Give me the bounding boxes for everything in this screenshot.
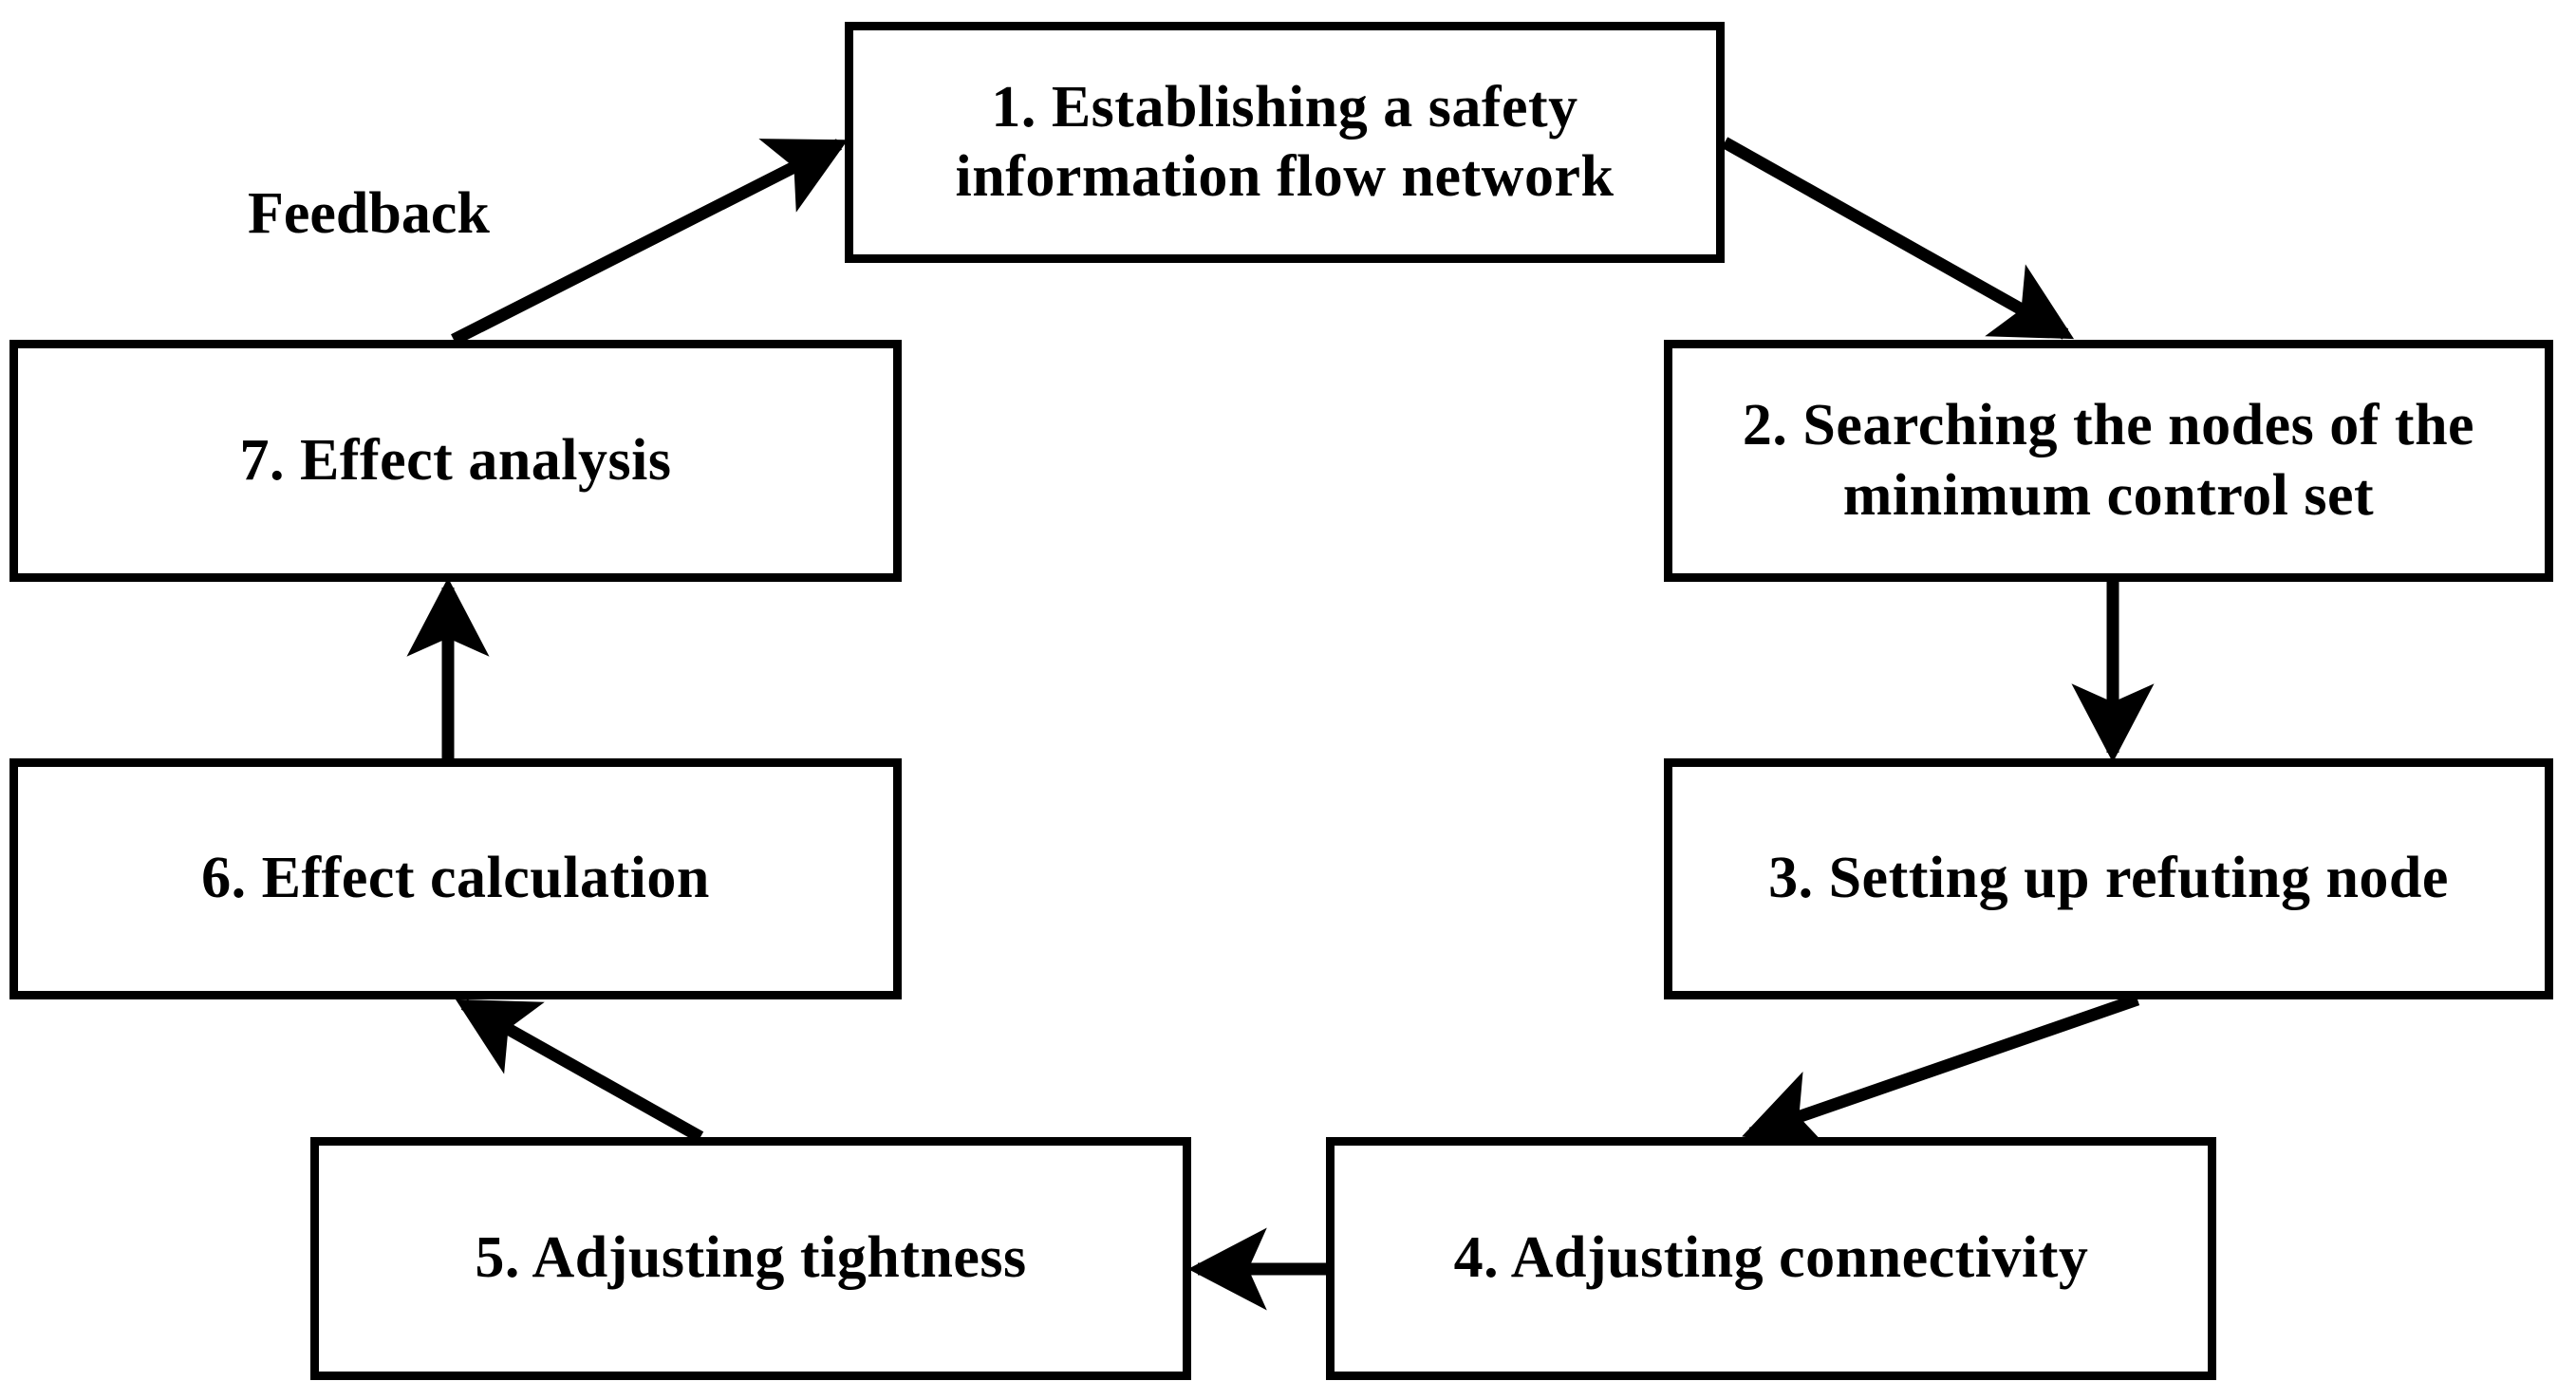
- node-step7-label: 7. Effect analysis: [239, 427, 672, 493]
- node-step4[interactable]: 4. Adjusting connectivity: [1326, 1137, 2216, 1380]
- arrow-step1-to-step2: [1721, 137, 2075, 340]
- arrow-step7-to-step1-feedback: [451, 139, 849, 345]
- node-step3[interactable]: 3. Setting up refuting node: [1664, 758, 2553, 999]
- node-step1-label: 1. Establishing a safety information flo…: [955, 74, 1615, 209]
- node-step2-label: 2. Searching the nodes of the minimum co…: [1742, 393, 2475, 528]
- node-step7[interactable]: 7. Effect analysis: [9, 340, 902, 582]
- node-step1[interactable]: 1. Establishing a safety information flo…: [845, 22, 1725, 263]
- node-step5[interactable]: 5. Adjusting tightness: [310, 1137, 1191, 1380]
- arrow-step5-to-step6: [455, 999, 704, 1143]
- node-step4-label: 4. Adjusting connectivity: [1453, 1225, 2089, 1291]
- node-step6-label: 6. Effect calculation: [201, 846, 710, 911]
- arrow-step3-to-step4: [1742, 993, 2140, 1150]
- node-step5-label: 5. Adjusting tightness: [475, 1225, 1027, 1291]
- node-step2[interactable]: 2. Searching the nodes of the minimum co…: [1664, 340, 2553, 582]
- edge-label-feedback: Feedback: [248, 181, 490, 246]
- node-step6[interactable]: 6. Effect calculation: [9, 758, 902, 999]
- node-step3-label: 3. Setting up refuting node: [1768, 846, 2449, 911]
